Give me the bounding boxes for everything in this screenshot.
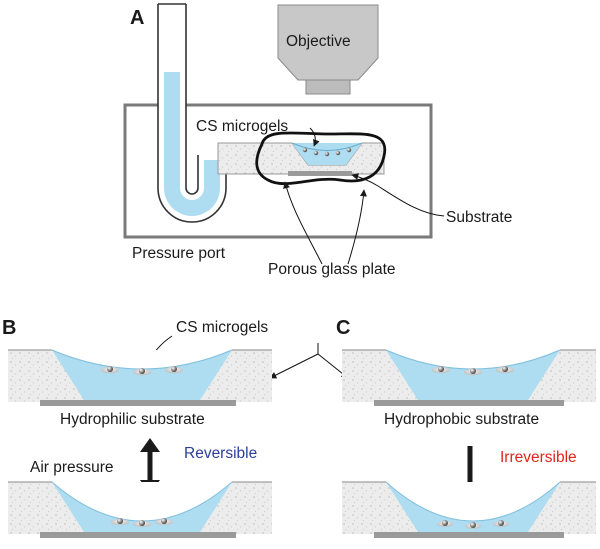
cell-hydrophobic-top bbox=[342, 349, 596, 406]
pressure-port-tube bbox=[157, 3, 227, 223]
cs-microgels-pointer-a bbox=[309, 127, 320, 147]
panel-b-label: B bbox=[2, 317, 16, 339]
porous-pointer-right bbox=[347, 189, 367, 265]
objective-label: Objective bbox=[286, 33, 351, 50]
porous-glass-plate-a bbox=[217, 142, 385, 176]
fork-arrows bbox=[269, 343, 349, 379]
porous-pointer-left bbox=[283, 181, 323, 265]
irreversible-label: Irreversible bbox=[500, 449, 577, 466]
cell-hydrophobic-bottom bbox=[342, 481, 596, 538]
panel-c-label: C bbox=[336, 317, 350, 339]
cs-microgels-label-a: CS microgels bbox=[196, 118, 288, 135]
substrate-label: Substrate bbox=[446, 209, 512, 226]
air-pressure-label: Air pressure bbox=[30, 459, 114, 476]
objective-lens bbox=[277, 4, 379, 95]
substrate-a bbox=[288, 171, 352, 176]
highlight-outline bbox=[255, 131, 387, 185]
chamber-box bbox=[123, 103, 433, 239]
cs-microgels-label-b: CS microgels bbox=[176, 319, 268, 336]
reversible-label: Reversible bbox=[184, 445, 257, 462]
hydrophobic-substrate-label: Hydrophobic substrate bbox=[384, 411, 539, 428]
pressure-port-label: Pressure port bbox=[132, 245, 226, 262]
porous-glass-plate-label: Porous glass plate bbox=[268, 261, 396, 278]
cell-hydrophilic-bottom bbox=[8, 481, 272, 538]
panel-a-label: A bbox=[130, 7, 144, 29]
substrate-pointer bbox=[351, 173, 445, 217]
cell-hydrophilic-top bbox=[8, 349, 272, 406]
hydrophilic-substrate-label: Hydrophilic substrate bbox=[60, 411, 205, 428]
